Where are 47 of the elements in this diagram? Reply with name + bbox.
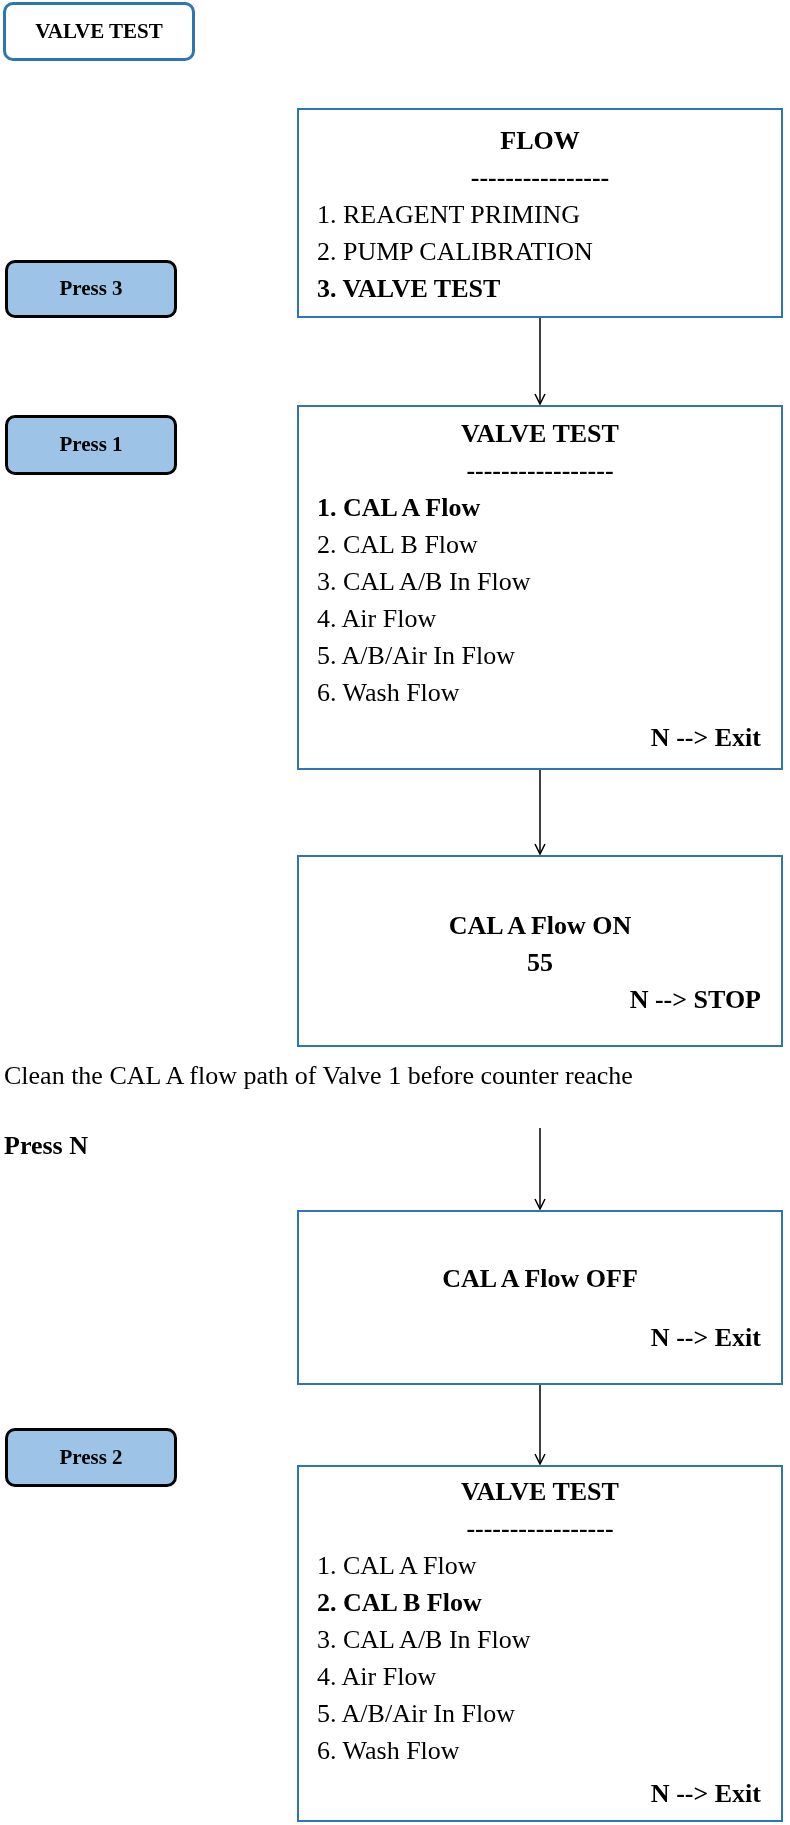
box-text: Press 2: [59, 1443, 123, 1471]
arrow: [534, 1127, 546, 1210]
menu-item: 5. A/B/Air In Flow: [316, 1698, 516, 1730]
menu-item: 1. CAL A Flow: [316, 492, 482, 524]
menu-item: 4. Air Flow: [316, 1661, 438, 1693]
screen-text: CAL A Flow ON: [447, 910, 633, 942]
screen-text: VALVE TEST: [460, 1476, 620, 1508]
menu-item: 4. Air Flow: [316, 603, 438, 635]
arrow: [534, 317, 546, 405]
key-press-box: [5, 415, 177, 475]
menu-item: 3. CAL A/B In Flow: [316, 566, 532, 598]
note-text: Clean the CAL A flow path of Valve 1 before counter reache: [4, 1060, 633, 1092]
screen-box: [297, 405, 783, 770]
screen-box: [297, 855, 783, 1047]
title-box: [3, 2, 195, 61]
screen-text: -----------------: [465, 1513, 615, 1545]
menu-item: 2. PUMP CALIBRATION: [316, 236, 594, 268]
screen-box: [297, 1210, 783, 1385]
screen-text: N --> Exit: [649, 722, 762, 754]
menu-item: 5. A/B/Air In Flow: [316, 640, 516, 672]
box-text: VALVE TEST: [35, 17, 163, 45]
menu-item: 3. VALVE TEST: [316, 273, 502, 305]
screen-text: -----------------: [465, 455, 615, 487]
menu-item: 1. CAL A Flow: [316, 1550, 478, 1582]
arrow: [534, 1384, 546, 1465]
screen-text: N --> Exit: [649, 1778, 762, 1810]
screen-text: CAL A Flow OFF: [441, 1263, 639, 1295]
menu-item: 2. CAL B Flow: [316, 1587, 483, 1619]
screen-text: VALVE TEST: [460, 418, 620, 450]
screen-text: ----------------: [469, 162, 611, 194]
menu-item: 2. CAL B Flow: [316, 529, 479, 561]
arrow: [534, 769, 546, 855]
menu-item: 6. Wash Flow: [316, 677, 461, 709]
box-text: Press 1: [59, 431, 123, 459]
box-text: Press 3: [59, 275, 123, 303]
screen-box: [297, 1465, 783, 1822]
screen-box: [297, 108, 783, 318]
key-press-box: [5, 260, 177, 318]
screen-text: N --> STOP: [628, 984, 762, 1016]
menu-item: 1. REAGENT PRIMING: [316, 199, 582, 231]
screen-text: 55: [526, 947, 554, 979]
menu-item: 6. Wash Flow: [316, 1735, 461, 1767]
screen-text: N --> Exit: [649, 1322, 762, 1354]
screen-text: FLOW: [499, 125, 581, 157]
instruction-text: Press N: [4, 1130, 88, 1162]
key-press-box: [5, 1428, 177, 1487]
menu-item: 3. CAL A/B In Flow: [316, 1624, 532, 1656]
